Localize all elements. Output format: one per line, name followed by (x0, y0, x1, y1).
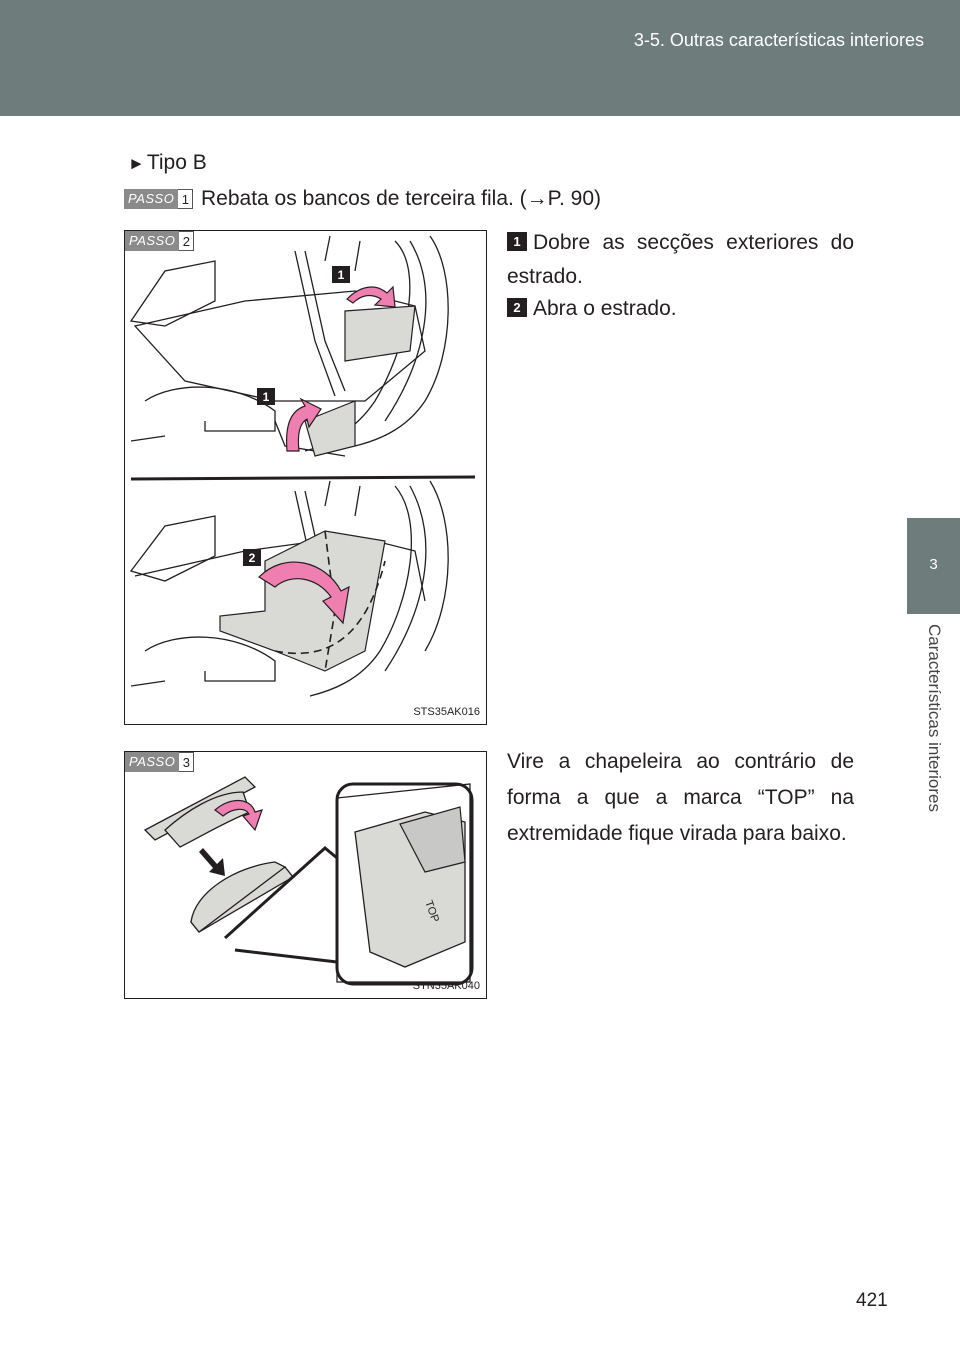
chapter-label: Características interiores (908, 614, 960, 864)
figure-code: STN35AK040 (412, 980, 480, 992)
step-badge-label: PASSO (125, 231, 180, 251)
step-badge-label: PASSO (125, 752, 180, 772)
step-3-text: Vire a chapeleira ao contrário de forma … (507, 750, 854, 845)
section-heading: ►Tipo B (128, 146, 207, 181)
callout-1-top-label: 1 (338, 268, 345, 282)
callout-1-top (332, 266, 350, 283)
cargo-floor-illustration: 1 1 2 (129, 235, 476, 697)
tonneau-cover-illustration: TOP (143, 776, 474, 986)
header-title: 3-5. Outras características interiores (633, 30, 924, 50)
step-badge-3: PASSO 3 (125, 752, 195, 772)
step-badge-1: PASSO 1 (124, 189, 194, 209)
step-2-figure: 1 1 2 PASSO 2 STS35AK016 (124, 230, 487, 725)
chapter-tab: 3 (907, 518, 960, 614)
step-badge-number: 3 (179, 752, 195, 772)
step-badge-2: PASSO 2 (125, 231, 195, 251)
triangle-arrow-icon: ► (128, 154, 145, 173)
page-number: 421 (856, 1290, 888, 1311)
step-badge-number: 2 (179, 231, 195, 251)
step-2-item-2: 2 Abra o estrado. (507, 292, 854, 326)
callout-2 (243, 549, 261, 566)
number-badge-1: 1 (507, 231, 527, 251)
step-badge-number: 1 (178, 189, 194, 209)
step-3-figure: TOP PASSO 3 STN35AK040 (124, 751, 487, 999)
step-1-text: Rebata os bancos de terceira fila. (→P. … (201, 187, 601, 210)
step-2-item-2-text: Abra o estrado. (533, 297, 677, 320)
step-badge-label: PASSO (124, 189, 179, 209)
chapter-number: 3 (929, 556, 938, 573)
number-badge-2: 2 (507, 297, 527, 317)
figure-code: STS35AK016 (413, 706, 480, 718)
section-label: Tipo B (146, 151, 207, 174)
callout-2-label: 2 (249, 551, 256, 565)
page-header: 3-5. Outras características interiores (0, 0, 960, 116)
chapter-label-text: Características interiores (925, 624, 944, 813)
callout-1-left-label: 1 (263, 390, 270, 404)
step-2-item-1-text: Dobre as secções exteriores do estrado. (507, 231, 854, 288)
callout-1-left (257, 388, 275, 405)
